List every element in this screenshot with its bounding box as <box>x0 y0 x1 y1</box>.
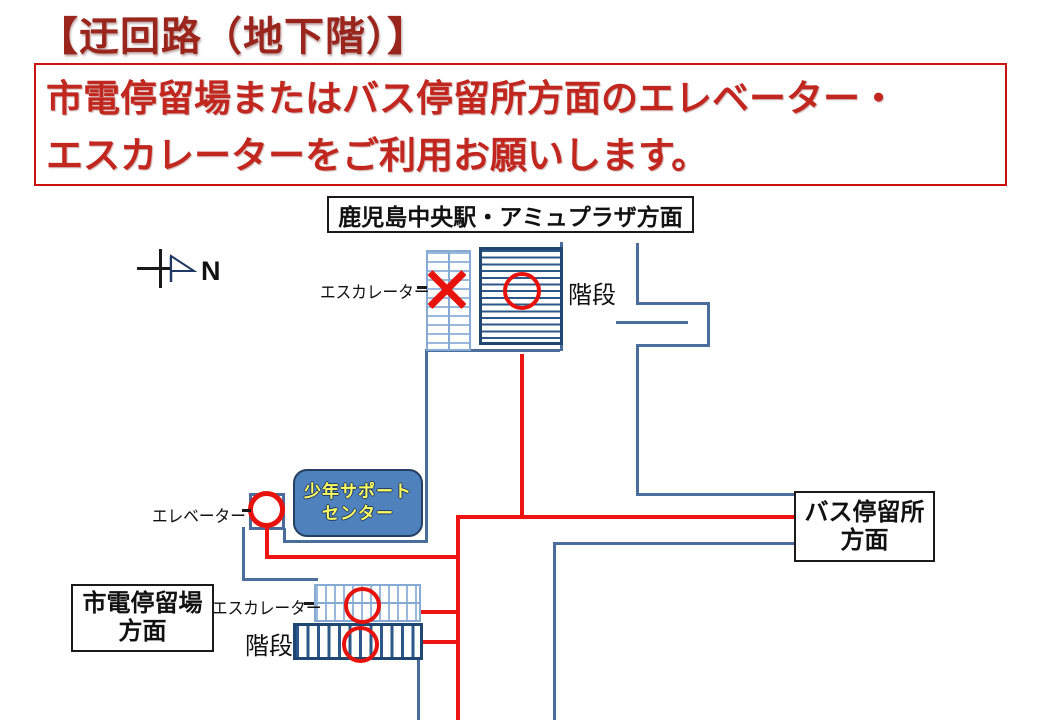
wall-line <box>425 350 428 543</box>
wall-line <box>636 347 639 496</box>
support-center-line2: センター <box>322 504 394 523</box>
wall-line <box>636 302 710 305</box>
notice-box: 市電停留場またはバス停留所方面のエレベーター・ エスカレーターをご利用お願いしま… <box>34 63 1007 186</box>
route-line <box>265 555 460 559</box>
page-title: 【迂回路（地下階）】 <box>38 15 428 59</box>
lower-stairs-label: 階段 <box>245 633 293 660</box>
upper-escalator-label: エスカレーター <box>320 283 430 302</box>
support-center-box: 少年サポート センター <box>293 469 423 537</box>
circle-icon <box>342 626 379 663</box>
notice-line-2: エスカレーターをご利用お願いします。 <box>46 135 709 176</box>
wall-line <box>707 302 710 347</box>
leader-dash <box>304 602 314 605</box>
circle-icon <box>344 587 381 624</box>
tram-direction-line2: 方面 <box>118 618 167 645</box>
north-label: N <box>201 256 221 286</box>
wall-line <box>553 542 556 720</box>
bus-direction-box: バス停留所 方面 <box>794 491 935 562</box>
wall-line <box>636 493 795 496</box>
bus-direction-line2: 方面 <box>840 526 889 554</box>
route-line <box>421 610 458 614</box>
wall-line <box>636 243 639 305</box>
route-line <box>265 527 269 559</box>
station-direction-box: 鹿児島中央駅・アミュプラザ方面 <box>327 196 694 233</box>
route-line <box>520 354 524 518</box>
wall-line <box>553 542 795 545</box>
wall-line <box>283 540 428 543</box>
leader-dash <box>417 286 427 289</box>
compass-crosshair-v <box>159 249 162 288</box>
wall-line <box>242 527 245 581</box>
route-line <box>456 515 795 519</box>
wall-line <box>425 349 560 352</box>
route-line <box>423 640 458 644</box>
upper-escalator-block <box>426 250 471 351</box>
circle-icon <box>503 272 541 310</box>
door-leaf-line <box>616 321 688 324</box>
elevator-label: エレベーター <box>152 507 246 526</box>
wall-line <box>242 578 318 581</box>
wall-line <box>417 658 420 720</box>
escalator-divider <box>447 252 450 349</box>
leader-dash <box>242 509 251 512</box>
notice-line-1: 市電停留場またはバス停留所方面のエレベーター・ <box>46 78 897 119</box>
tram-direction-box: 市電停留場 方面 <box>71 584 214 652</box>
route-line <box>456 515 460 720</box>
lower-escalator-label: エスカレーター <box>212 599 322 618</box>
station-direction-label: 鹿児島中央駅・アミュプラザ方面 <box>338 203 683 230</box>
cross-icon <box>426 268 468 310</box>
north-pennant-icon <box>169 254 197 282</box>
upper-stairs-block <box>479 247 563 345</box>
wall-line <box>636 344 710 347</box>
tram-direction-line1: 市電停留場 <box>82 590 203 617</box>
upper-stairs-label: 階段 <box>568 282 616 309</box>
wall-line <box>283 528 286 543</box>
circle-icon <box>248 491 285 528</box>
support-center-line1: 少年サポート <box>304 482 412 501</box>
bus-direction-line1: バス停留所 <box>804 498 925 526</box>
